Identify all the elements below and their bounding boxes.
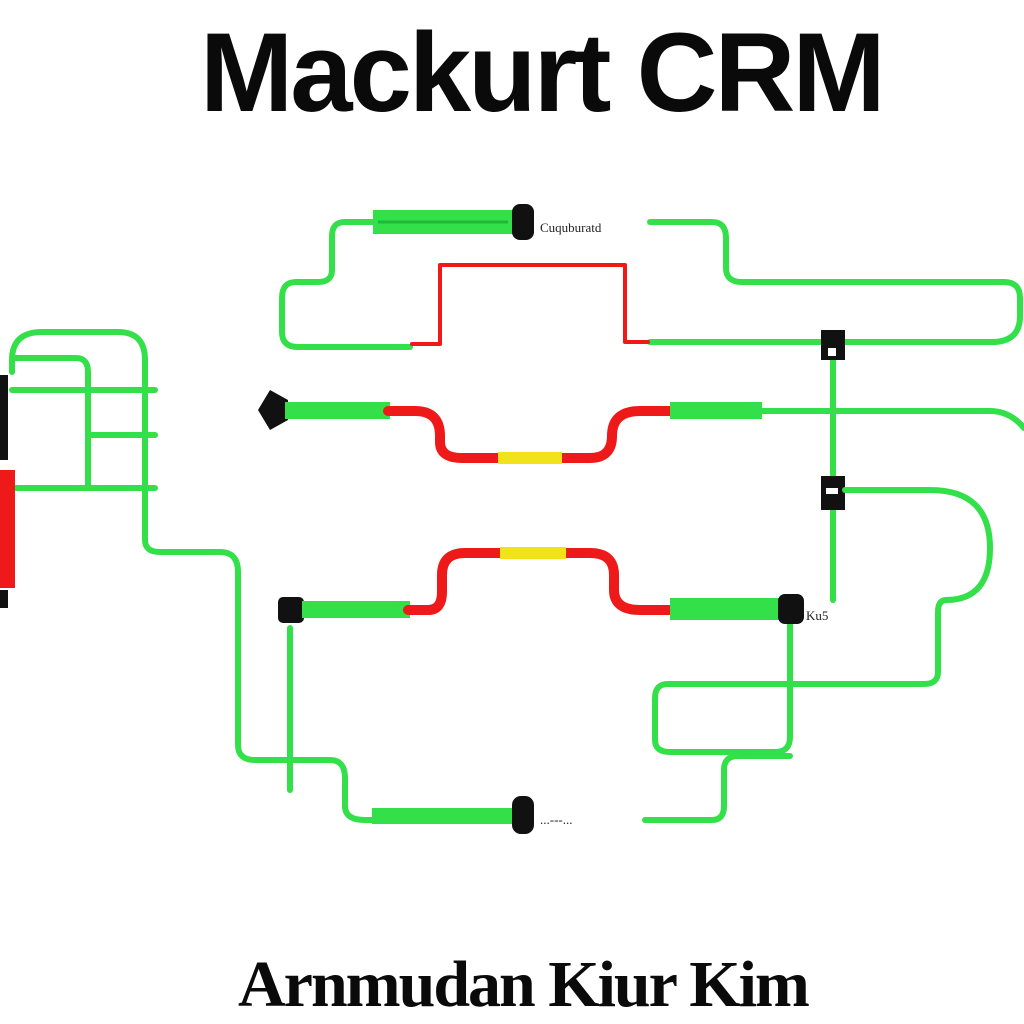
connector-right-label: Ku5 xyxy=(806,608,828,623)
diagram-title: Mackurt CRM xyxy=(200,10,886,135)
top-wire-loop: Cuquburatd xyxy=(279,204,1023,350)
connector-bottom-label: ...---... xyxy=(540,812,573,827)
right-big-curve xyxy=(652,487,993,755)
mid-upper-red-dip xyxy=(383,406,677,463)
mid-upper-arrow-terminal xyxy=(258,390,288,430)
left-red-component xyxy=(0,470,15,588)
mid-lower-green-right xyxy=(670,598,782,620)
mid-lower-left-cap xyxy=(278,597,304,623)
mid-lower-red-hump xyxy=(403,548,677,615)
bottom-connector-cap xyxy=(512,796,534,834)
left-inner-loop xyxy=(9,355,91,491)
bottom-return-wire xyxy=(642,753,793,823)
mid-upper-green-right xyxy=(670,402,762,419)
diagram-footer: Arnmudan Kiur Kim xyxy=(238,948,810,1021)
top-connector-cap xyxy=(512,204,534,240)
right-junction-column xyxy=(652,330,993,755)
connector-top-label: Cuquburatd xyxy=(540,220,602,235)
left-wire-block xyxy=(0,329,503,823)
mid-lower-yellow-segment xyxy=(500,547,566,559)
top-red-hump xyxy=(410,263,650,346)
left-black-edge xyxy=(0,375,8,460)
mid-upper-exit-wire xyxy=(757,408,1024,431)
bottom-connector: ...---... xyxy=(372,753,793,834)
bottom-connector-sleeve xyxy=(372,808,516,824)
mid-lower-bus: Ku5 xyxy=(278,547,828,793)
top-green-outer xyxy=(279,219,413,350)
top-green-right xyxy=(647,219,1023,345)
left-black-edge-lower xyxy=(0,590,8,608)
mid-upper-yellow-segment xyxy=(498,452,562,464)
mid-lower-right-cap xyxy=(778,594,804,624)
mid-upper-green-left xyxy=(285,402,390,419)
junction-lower-hole xyxy=(826,488,838,494)
junction-upper-hole xyxy=(828,348,836,356)
mid-lower-green-left xyxy=(302,601,410,618)
mid-upper-bus xyxy=(258,390,1024,464)
left-outer-loop xyxy=(9,329,503,823)
